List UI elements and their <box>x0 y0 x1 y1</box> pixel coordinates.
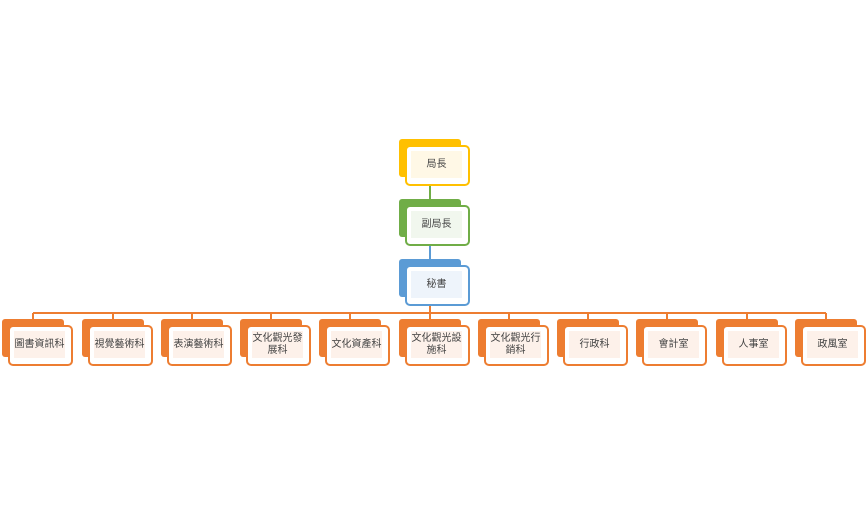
node-section-label: 視覺藝術科 <box>94 331 145 358</box>
node-section-box: 會計室 <box>642 325 707 366</box>
node-section-label: 文化觀光設施科 <box>411 331 462 358</box>
node-section-label: 表演藝術科 <box>173 331 224 358</box>
node-section-6: 文化觀光行銷科 <box>478 319 549 366</box>
node-section-8: 會計室 <box>636 319 707 366</box>
node-section-box: 行政科 <box>563 325 628 366</box>
node-section-box: 文化觀光行銷科 <box>484 325 549 366</box>
node-section-10: 政風室 <box>795 319 866 366</box>
node-section-box: 人事室 <box>722 325 787 366</box>
node-section-box: 視覺藝術科 <box>88 325 153 366</box>
node-director-label: 局長 <box>411 151 462 178</box>
node-secretary-label: 秘書 <box>411 271 462 298</box>
node-section-box: 政風室 <box>801 325 866 366</box>
node-section-box: 文化觀光設施科 <box>405 325 470 366</box>
node-section-box: 圖書資訊科 <box>8 325 73 366</box>
node-section-0: 圖書資訊科 <box>2 319 73 366</box>
node-section-4: 文化資產科 <box>319 319 390 366</box>
node-section-9: 人事室 <box>716 319 787 366</box>
node-section-label: 人事室 <box>728 331 779 358</box>
node-section-label: 行政科 <box>569 331 620 358</box>
node-section-label: 文化觀光行銷科 <box>490 331 541 358</box>
node-section-2: 表演藝術科 <box>161 319 232 366</box>
node-section-7: 行政科 <box>557 319 628 366</box>
node-deputy-label: 副局長 <box>411 211 462 238</box>
node-section-label: 文化觀光發展科 <box>252 331 303 358</box>
node-section-5: 文化觀光設施科 <box>399 319 470 366</box>
node-section-1: 視覺藝術科 <box>82 319 153 366</box>
node-section-label: 文化資產科 <box>331 331 382 358</box>
node-director-box: 局長 <box>405 145 470 186</box>
node-section-box: 文化資產科 <box>325 325 390 366</box>
node-section-label: 會計室 <box>648 331 699 358</box>
node-section-box: 文化觀光發展科 <box>246 325 311 366</box>
node-director: 局長 <box>399 139 470 186</box>
node-section-3: 文化觀光發展科 <box>240 319 311 366</box>
node-secretary-box: 秘書 <box>405 265 470 306</box>
node-secretary: 秘書 <box>399 259 470 306</box>
node-section-label: 圖書資訊科 <box>14 331 65 358</box>
node-deputy-director: 副局長 <box>399 199 470 246</box>
node-section-label: 政風室 <box>807 331 858 358</box>
node-section-box: 表演藝術科 <box>167 325 232 366</box>
node-deputy-box: 副局長 <box>405 205 470 246</box>
